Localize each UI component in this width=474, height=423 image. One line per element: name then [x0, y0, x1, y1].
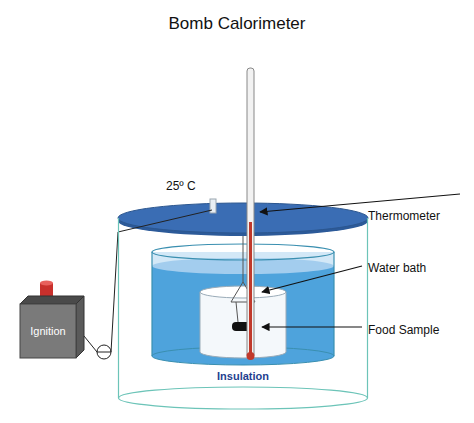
part-label: Thermometer [368, 209, 440, 223]
label-box: Food Sample [368, 320, 439, 338]
ignition-box: Ignition [20, 294, 84, 358]
lid [118, 203, 368, 233]
part-label: Insulation [217, 370, 269, 382]
thermometer [247, 68, 255, 360]
label-box: Water bath [368, 258, 426, 276]
insulation-cylinder: Insulation [118, 218, 368, 410]
label-box: Thermometer [368, 206, 440, 224]
label-box: 25º C [166, 176, 196, 194]
lid-wire [118, 210, 212, 232]
bomb-vessel [200, 286, 286, 358]
leader-lines [260, 194, 460, 327]
temperature-label: 25º C [166, 179, 196, 193]
title: Bomb Calorimeter [169, 14, 306, 33]
part-label: Food Sample [368, 323, 439, 337]
box-label: Ignition [30, 325, 65, 337]
electrode-stub [210, 199, 216, 213]
ignition-wire [84, 232, 118, 352]
title-box: Bomb Calorimeter [0, 14, 474, 34]
part-label: Water bath [368, 261, 426, 275]
